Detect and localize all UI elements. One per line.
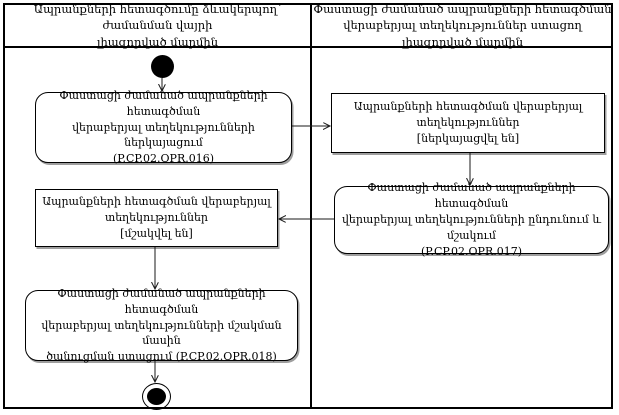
initial-node bbox=[151, 55, 174, 78]
swimlane-header-right: Փաստացի ժամանած ապրանքների հետագծման վեր… bbox=[312, 2, 613, 49]
activity-receive-process-info: Փաստացի ժամանած ապրանքների հետագծման վեր… bbox=[334, 181, 609, 258]
diagram-frame bbox=[3, 3, 613, 409]
object-info-processed: Ապրանքների հետագծման վերաբերյալ տեղեկութ… bbox=[35, 189, 278, 247]
activity-receive-notification: Փաստացի ժամանած ապրանքների հետագծման վեր… bbox=[25, 287, 298, 363]
swimlane-header-left: Ապրանքների հետագծումը ձևակերպող՝ ժամանմա… bbox=[5, 2, 310, 49]
activity-submit-info: Փաստացի ժամանած ապրանքների հետագծման վեր… bbox=[35, 89, 292, 165]
final-node bbox=[142, 383, 171, 410]
final-node-core bbox=[147, 388, 166, 405]
swimlane-divider bbox=[310, 5, 312, 407]
object-info-submitted: Ապրանքների հետագծման վերաբերյալ տեղեկութ… bbox=[331, 93, 605, 153]
